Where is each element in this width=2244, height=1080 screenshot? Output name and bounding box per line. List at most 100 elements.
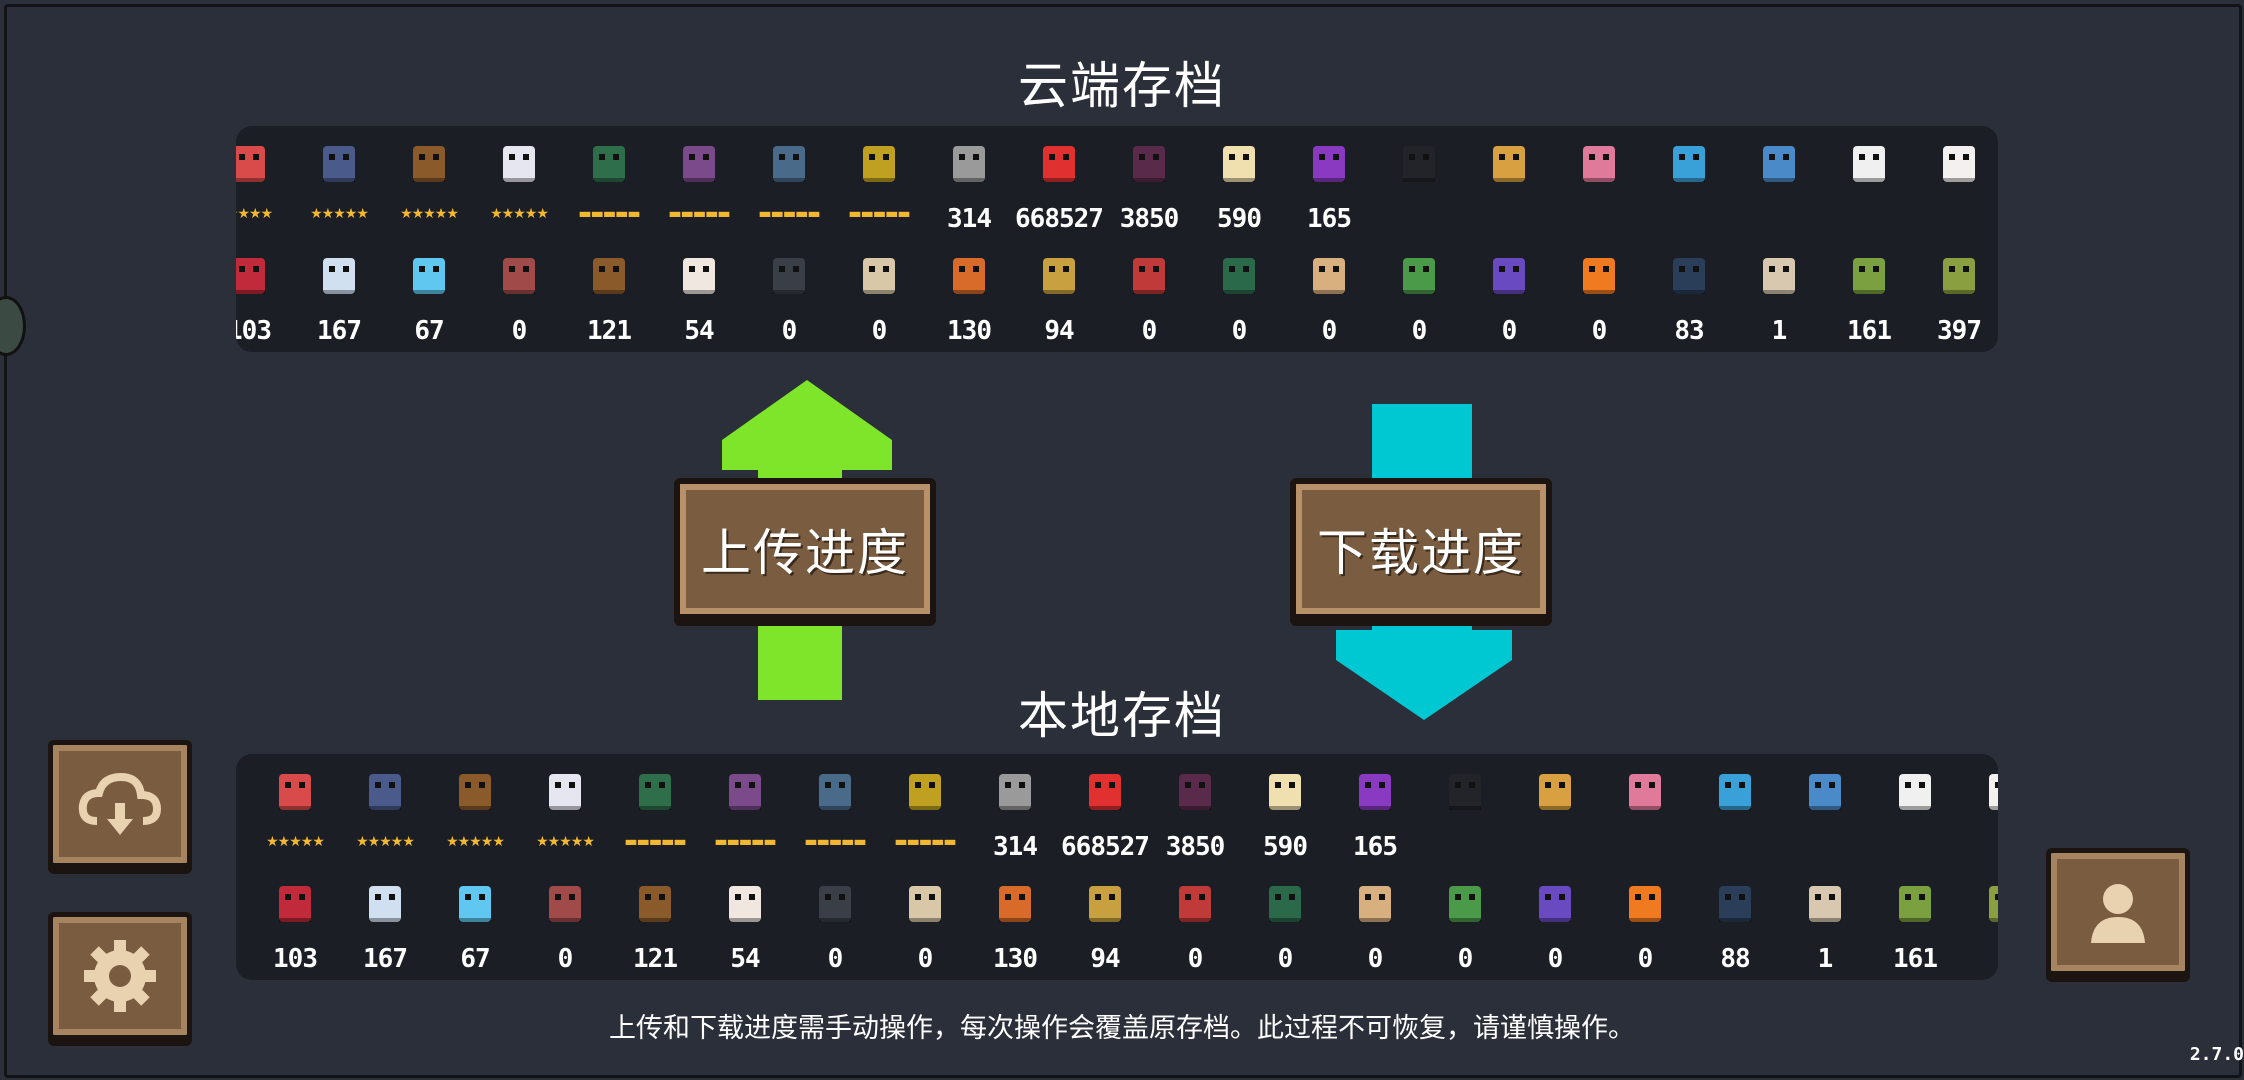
carrot-icon — [1573, 250, 1625, 302]
settings-button[interactable] — [48, 912, 192, 1040]
item-count: 0 — [1367, 944, 1384, 974]
save-item: 130 — [970, 866, 1060, 976]
save-item: 54 — [654, 238, 744, 348]
fish-coin-icon — [1663, 250, 1715, 302]
radio-icon — [493, 250, 545, 302]
item-count: 668527 — [1061, 832, 1150, 862]
version-label: 2.7.0 — [2189, 1044, 2244, 1065]
save-item: ★★★★★ — [250, 754, 340, 864]
user-icon — [2091, 884, 2145, 943]
local-save-title: 本地存档 — [1018, 687, 1226, 745]
item-count: 0 — [1591, 316, 1608, 346]
save-item: ★★★★★ — [294, 126, 384, 236]
save-item: ▬▬▬▬▬ — [610, 754, 700, 864]
save-item: 0 — [744, 238, 834, 348]
red-maple-leaf-icon — [236, 250, 275, 302]
item-count: 167 — [317, 316, 362, 346]
save-item: ▬▬▬▬▬ — [834, 126, 924, 236]
red-gem-icon — [1033, 138, 1085, 190]
save-item: 94 — [1060, 866, 1150, 976]
green-seed-icon — [1843, 250, 1895, 302]
id-card-icon — [943, 250, 995, 302]
star-rating: ▬▬▬▬▬ — [848, 206, 910, 222]
knight-red-hair-icon — [269, 766, 321, 818]
item-count: 3850 — [1119, 204, 1180, 234]
yellow-cat-icon — [1483, 138, 1535, 190]
blue-robot-pet-icon — [1753, 138, 1805, 190]
save-item: 167 — [340, 866, 430, 976]
cloud-top-row: ★★★★★★★★★★★★★★★★★★★▬▬▬▬▬▬▬▬▬▬▬▬▬▬▬▬▬▬▬▬3… — [236, 126, 1998, 236]
star-rating: ★★★★★ — [536, 834, 595, 850]
star-rating: ★★★★★ — [266, 834, 325, 850]
save-item: 0 — [1104, 238, 1194, 348]
upload-progress-button[interactable]: 上传进度 — [674, 478, 936, 620]
save-item: 590 — [1194, 126, 1284, 236]
save-item: 94 — [1014, 238, 1104, 348]
star-rating: ★★★★★ — [356, 834, 415, 850]
hammer-icon — [583, 250, 635, 302]
dragon-boss-icon — [1123, 138, 1175, 190]
id-card-icon — [989, 878, 1041, 930]
item-count: 121 — [587, 316, 632, 346]
item-count: 590 — [1217, 204, 1262, 234]
white-rabbit-icon — [1979, 766, 1998, 818]
save-item: 0 — [520, 866, 610, 976]
bookshelf-icon — [719, 766, 771, 818]
swordsman-hero-icon — [493, 138, 545, 190]
cloud-download-button[interactable] — [48, 740, 192, 868]
save-item: 314 — [924, 126, 1014, 236]
download-progress-button[interactable]: 下载进度 — [1290, 478, 1552, 620]
red-maple-leaf-icon — [269, 878, 321, 930]
save-item: 590 — [1240, 754, 1330, 864]
save-item — [1960, 754, 1998, 864]
item-count: 0 — [1411, 316, 1428, 346]
star-rating: ★★★★★ — [490, 206, 549, 222]
carrot-icon — [1619, 878, 1671, 930]
save-item: 0 — [474, 238, 564, 348]
save-item — [1464, 126, 1554, 236]
save-item: 0 — [1150, 866, 1240, 976]
item-count: 94 — [1090, 944, 1120, 974]
black-cat-icon — [1393, 138, 1445, 190]
save-item: ★★★★★ — [340, 754, 430, 864]
save-item: 103 — [236, 238, 294, 348]
save-item: 3 — [1960, 866, 1998, 976]
account-button[interactable] — [2046, 848, 2190, 976]
star-rating: ★★★★★ — [310, 206, 369, 222]
save-item: 397 — [1914, 238, 1998, 348]
save-item: 83 — [1644, 238, 1734, 348]
ice-crystal-icon — [403, 250, 455, 302]
save-item: 3850 — [1150, 754, 1240, 864]
item-count: 0 — [1547, 944, 1564, 974]
item-count: 161 — [1893, 944, 1938, 974]
red-gem-icon — [1079, 766, 1131, 818]
card-icon — [1213, 138, 1265, 190]
item-count: 167 — [363, 944, 408, 974]
item-count: 0 — [557, 944, 574, 974]
save-item: 0 — [1330, 866, 1420, 976]
battery-icon — [1169, 878, 1221, 930]
item-count: 67 — [460, 944, 490, 974]
purple-mask-icon — [1303, 138, 1355, 190]
black-cat-icon — [1439, 766, 1491, 818]
card-icon — [1259, 766, 1311, 818]
yellow-cat-icon — [1529, 766, 1581, 818]
save-item — [1690, 754, 1780, 864]
save-item: ▬▬▬▬▬ — [700, 754, 790, 864]
save-item: 88 — [1690, 866, 1780, 976]
blue-robot-pet-icon — [1799, 766, 1851, 818]
green-seed-icon — [1889, 878, 1941, 930]
green-device-icon — [1259, 878, 1311, 930]
item-count: 0 — [1231, 316, 1248, 346]
feather-bundle-icon — [1033, 250, 1085, 302]
item-count: 103 — [236, 316, 272, 346]
save-item — [1914, 126, 1998, 236]
star-rating: ★★★★ — [236, 206, 273, 222]
local-bottom-row: 1031676701215400130940000008811613 — [250, 866, 1998, 976]
star-rating: ▬▬▬▬▬ — [894, 834, 956, 850]
local-save-panel: ★★★★★★★★★★★★★★★★★★★★▬▬▬▬▬▬▬▬▬▬▬▬▬▬▬▬▬▬▬▬… — [236, 754, 1998, 980]
item-count: 165 — [1353, 832, 1398, 862]
save-item: ▬▬▬▬▬ — [744, 126, 834, 236]
star-rating: ★★★★★ — [446, 834, 505, 850]
item-count: 165 — [1307, 204, 1352, 234]
